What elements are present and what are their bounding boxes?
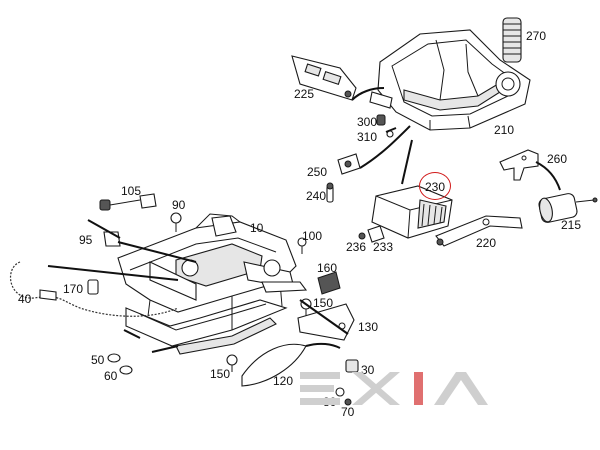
- screw-part-100: [297, 237, 307, 254]
- cover-part-160: [317, 271, 341, 295]
- watermark-letter-i: [414, 372, 423, 405]
- callout-300: 300: [357, 115, 378, 129]
- screw-part-150-lower: [226, 354, 238, 372]
- watermark-letter-e: [300, 372, 340, 405]
- bolt-part-170: [87, 279, 99, 295]
- connector-part-233: [367, 225, 385, 243]
- motor-part-215: [538, 193, 598, 223]
- callout-225: 225: [294, 87, 315, 101]
- watermark-letter-x: [352, 372, 400, 405]
- connector-part-236: [358, 232, 366, 240]
- callout-210: 210: [494, 123, 515, 137]
- callout-233: 233: [373, 240, 394, 254]
- assembly-arrows: [47, 87, 561, 353]
- nut-part-70: [344, 398, 352, 406]
- cable-part-40: [10, 261, 179, 317]
- switch-panel-part-225: [291, 55, 357, 101]
- callout-150-upper: 150: [313, 296, 334, 310]
- callout-160: 160: [317, 261, 338, 275]
- sensor-part-250: [337, 153, 361, 175]
- callout-215: 215: [561, 218, 582, 232]
- callout-30: 30: [361, 363, 375, 377]
- callout-270: 270: [526, 29, 547, 43]
- callout-90: 90: [172, 198, 186, 212]
- callout-120: 120: [273, 374, 294, 388]
- seat-frame-part-210: [369, 29, 531, 131]
- callout-150-lower: 150: [210, 367, 231, 381]
- bracket-part-105: [99, 193, 157, 211]
- nut-part-80: [335, 387, 345, 397]
- callout-60: 60: [104, 369, 118, 383]
- callout-105: 105: [121, 184, 142, 198]
- callout-220: 220: [476, 236, 497, 250]
- washer-part-50: [107, 353, 121, 363]
- callout-100: 100: [302, 229, 323, 243]
- callout-95: 95: [79, 233, 93, 247]
- callout-50: 50: [91, 353, 105, 367]
- washer-part-60: [119, 365, 133, 375]
- watermark-letter-a: [434, 372, 488, 405]
- bracket-part-260: [499, 149, 539, 181]
- callout-70: 70: [341, 405, 355, 419]
- callout-310: 310: [357, 130, 378, 144]
- lever-part-220: [435, 215, 523, 247]
- clip-part-300: [376, 114, 386, 126]
- callout-260: 260: [547, 152, 568, 166]
- callout-40: 40: [18, 292, 32, 306]
- callout-10: 10: [250, 221, 264, 235]
- highlight-circle: [419, 172, 451, 200]
- callout-236: 236: [346, 240, 367, 254]
- pin-part-240: [326, 182, 334, 203]
- callout-130: 130: [358, 320, 379, 334]
- callout-250: 250: [307, 165, 328, 179]
- seat-base-frame-part-10: [117, 213, 308, 355]
- spring-part-270: [502, 17, 522, 63]
- callout-240: 240: [306, 189, 327, 203]
- trim-part-120: [241, 343, 307, 387]
- watermark-logo: [300, 372, 488, 405]
- screw-part-90: [170, 212, 182, 232]
- callout-170: 170: [63, 282, 84, 296]
